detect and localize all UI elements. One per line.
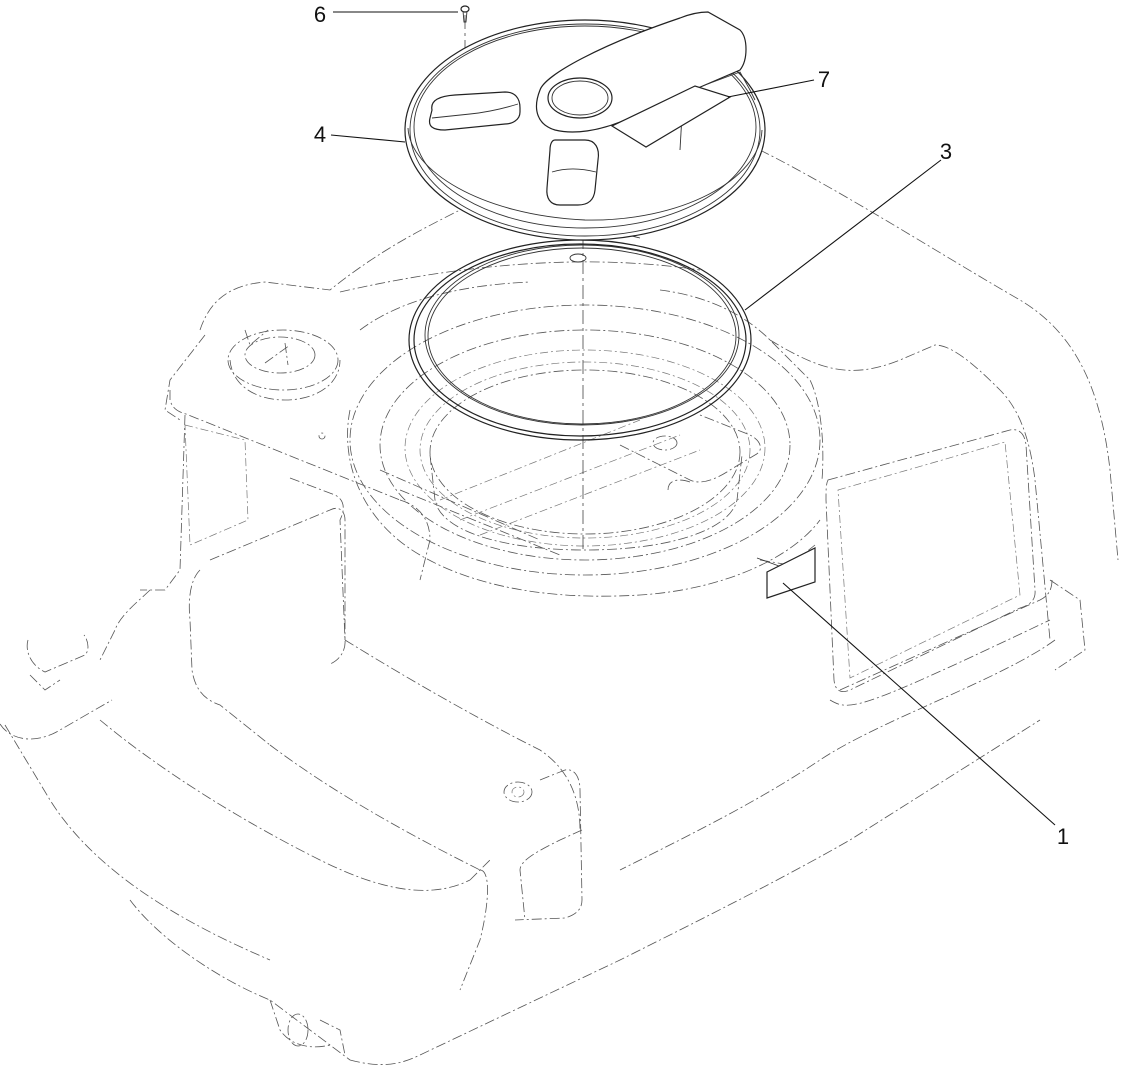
callout-4: 4 xyxy=(313,122,327,147)
leader-7 xyxy=(727,79,815,98)
callout-3: 3 xyxy=(939,139,953,164)
leader-lines xyxy=(330,11,1056,826)
leader-4 xyxy=(330,134,406,143)
lid-part xyxy=(404,5,766,241)
callout-7: 7 xyxy=(817,67,831,92)
gasket-part xyxy=(408,225,752,441)
tank-body xyxy=(0,149,1119,1065)
tank-decal-part xyxy=(766,547,816,599)
callout-1: 1 xyxy=(1056,824,1070,849)
leader-1 xyxy=(782,582,1056,826)
leader-3 xyxy=(744,159,942,311)
callout-6: 6 xyxy=(313,2,327,27)
